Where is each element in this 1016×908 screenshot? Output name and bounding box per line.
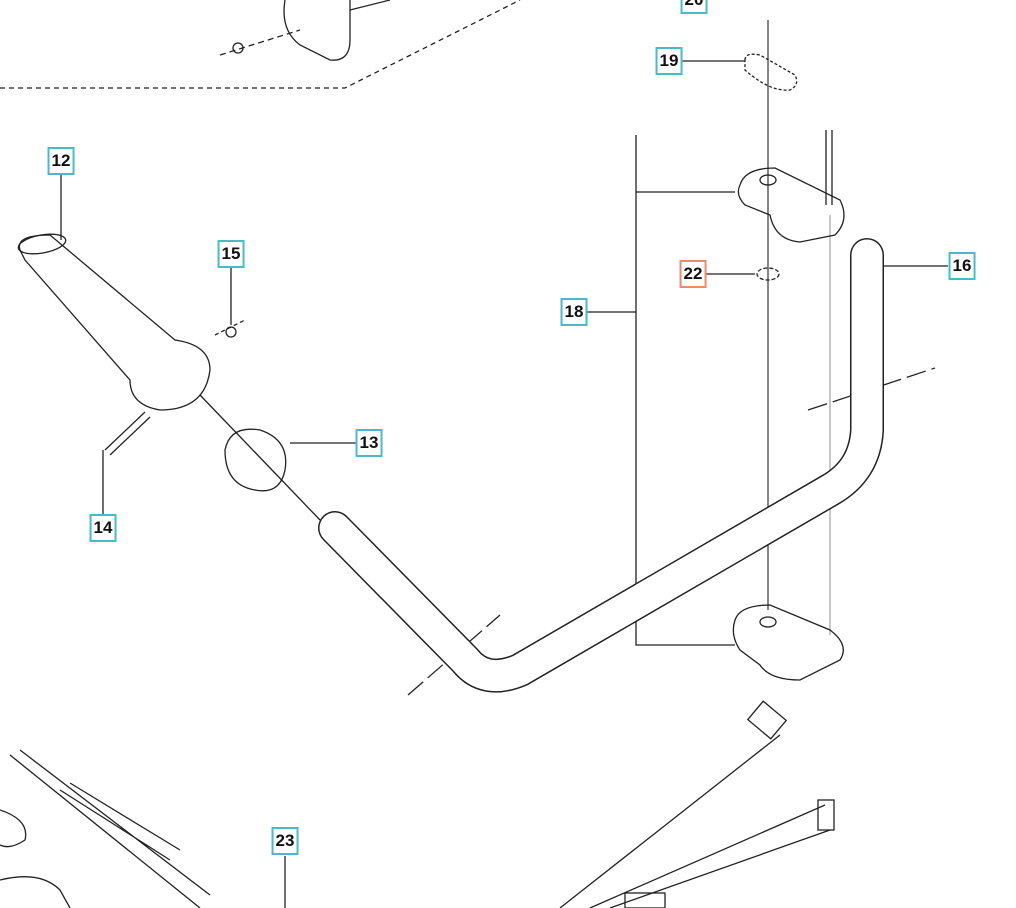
callout-14[interactable]: 14	[89, 514, 117, 542]
callout-16[interactable]: 16	[948, 252, 976, 280]
callout-13[interactable]: 13	[355, 429, 383, 457]
callout-18[interactable]: 18	[560, 298, 588, 326]
callout-20[interactable]: 20	[680, 0, 708, 14]
part-top-left	[283, 0, 351, 61]
clamp-part	[224, 428, 287, 492]
callout-23[interactable]: 23	[271, 827, 299, 855]
bracket-part	[744, 53, 798, 91]
mount-bottom-part	[732, 604, 844, 681]
handlebar-tube	[318, 238, 884, 693]
callout-12[interactable]: 12	[47, 147, 75, 175]
washer-part	[756, 267, 780, 281]
section-divider	[0, 0, 521, 89]
grip-part	[18, 234, 211, 411]
callout-22[interactable]: 22	[679, 260, 707, 288]
mount-top-part	[737, 167, 845, 243]
callout-19[interactable]: 19	[655, 47, 683, 75]
callout-15[interactable]: 15	[217, 240, 245, 268]
